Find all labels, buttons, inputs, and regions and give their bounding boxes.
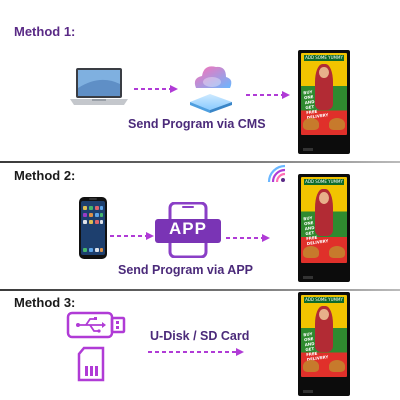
divider-2 bbox=[0, 289, 400, 291]
kiosk-screen: ADD SOME YUMMY BUY ONE AND GET FREE DELI… bbox=[301, 53, 347, 135]
kiosk-footer bbox=[303, 390, 313, 393]
kiosk-display-3: ADD SOME YUMMY BUY ONE AND GET FREE DELI… bbox=[298, 292, 350, 396]
usb-icon bbox=[66, 311, 126, 339]
laptop-icon bbox=[70, 68, 128, 105]
screen-tag: ADD SOME YUMMY bbox=[304, 297, 344, 303]
kiosk-screen: ADD SOME YUMMY BUY ONE AND GET FREE DELI… bbox=[301, 295, 347, 377]
wifi-icon bbox=[267, 164, 286, 183]
promo-face bbox=[318, 308, 330, 321]
app-icon-label: APP bbox=[169, 219, 207, 238]
cloud-icon bbox=[190, 66, 232, 113]
screen-tag: ADD SOME YUMMY bbox=[304, 55, 344, 61]
method-1-title: Method 1: bbox=[14, 24, 76, 39]
burger-right bbox=[329, 246, 345, 258]
screen-promo-text: BUY ONE AND GET FREE DELIVERY bbox=[302, 331, 329, 363]
kiosk-display-1: ADD SOME YUMMY BUY ONE AND GET FREE DELI… bbox=[298, 50, 350, 154]
arrow-2a bbox=[110, 232, 154, 240]
kiosk-display-2: ADD SOME YUMMY BUY ONE AND GET FREE DELI… bbox=[298, 174, 350, 282]
method-3-caption: U-Disk / SD Card bbox=[150, 329, 250, 343]
promo-face bbox=[318, 66, 330, 79]
method-3-title: Method 3: bbox=[14, 295, 76, 310]
promo-face bbox=[318, 191, 330, 204]
kiosk-footer bbox=[303, 148, 313, 151]
method-2-caption: Send Program via APP bbox=[118, 263, 253, 277]
screen-promo-text: BUY ONE AND GET FREE DELIVERY bbox=[302, 89, 329, 121]
screen-promo-text: BUY ONE AND GET FREE DELIVERY bbox=[302, 214, 329, 246]
app-icon bbox=[155, 202, 221, 258]
method-2-title: Method 2: bbox=[14, 168, 76, 183]
arrow-2b bbox=[226, 234, 270, 242]
divider-1 bbox=[0, 161, 400, 163]
kiosk-screen: ADD SOME YUMMY BUY ONE AND GET FREE DELI… bbox=[301, 177, 347, 263]
burger-left bbox=[303, 360, 319, 372]
burger-right bbox=[329, 360, 345, 372]
kiosk-footer bbox=[303, 276, 313, 279]
arrow-3 bbox=[148, 348, 244, 356]
screen-tag: ADD SOME YUMMY bbox=[304, 179, 344, 185]
arrow-1a bbox=[134, 85, 178, 93]
arrow-1b bbox=[246, 91, 290, 99]
burger-left bbox=[303, 246, 319, 258]
method-1-caption: Send Program via CMS bbox=[128, 117, 266, 131]
burger-right bbox=[329, 118, 345, 130]
sd-card-icon bbox=[77, 346, 105, 382]
burger-left bbox=[303, 118, 319, 130]
smartphone-icon bbox=[79, 197, 107, 259]
